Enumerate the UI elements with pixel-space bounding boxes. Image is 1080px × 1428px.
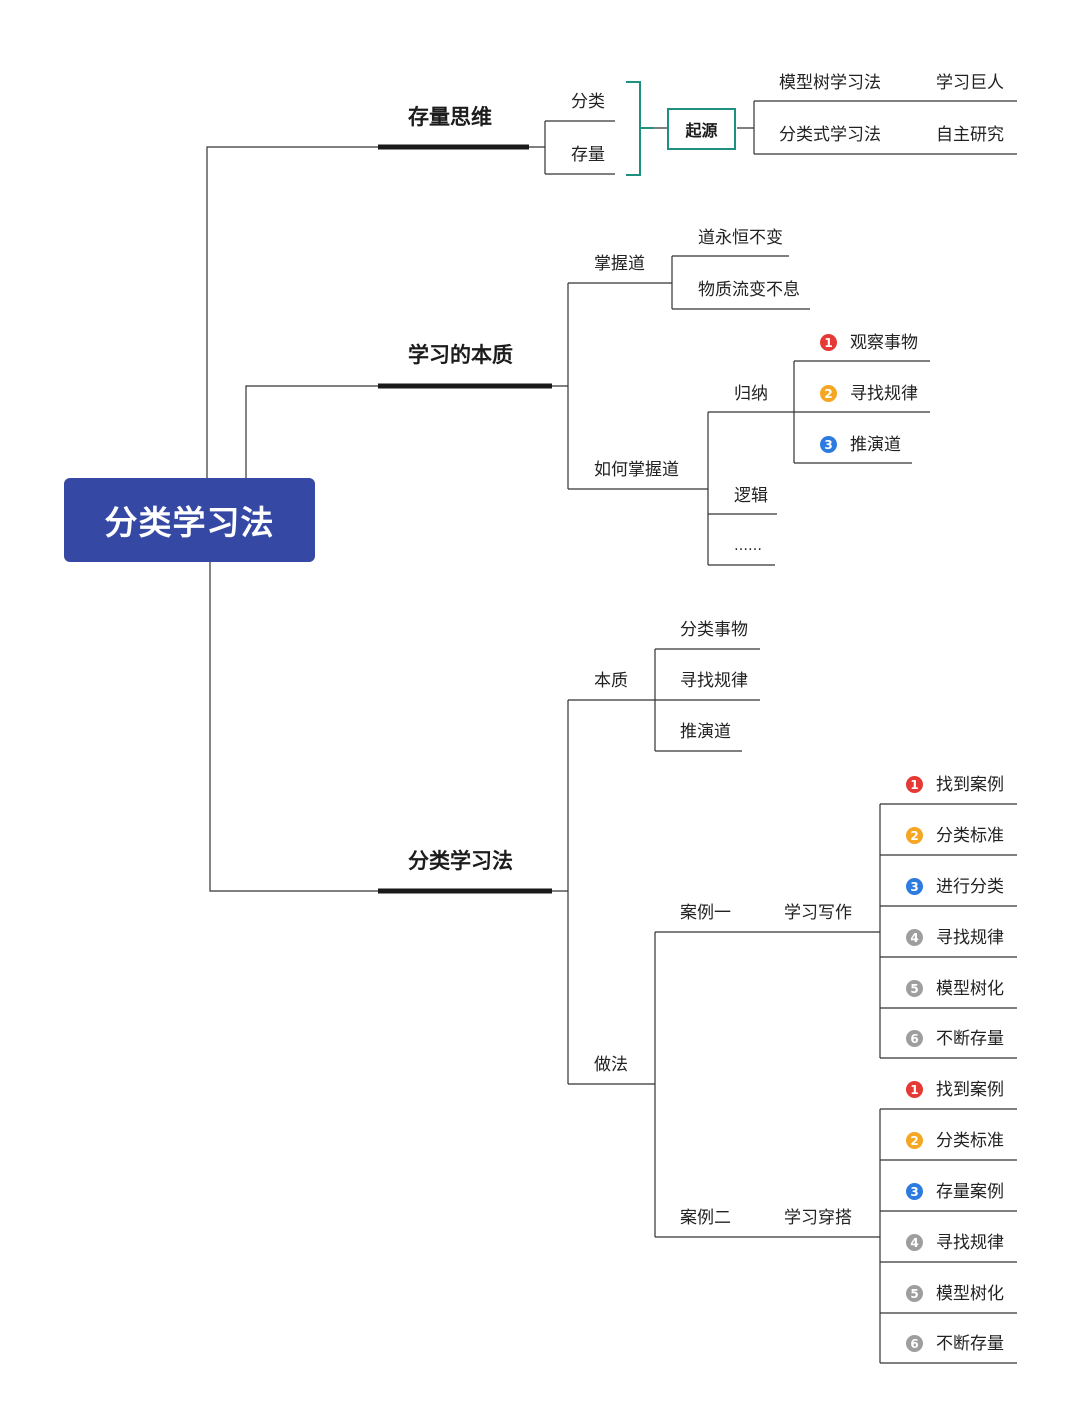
- node-logic[interactable]: 逻辑: [734, 486, 768, 506]
- node-how-to-master[interactable]: 如何掌握道: [594, 460, 679, 480]
- node-observe[interactable]: 观察事物: [850, 333, 918, 353]
- node-induction[interactable]: 归纳: [734, 384, 768, 404]
- case1-step-1[interactable]: 找到案例: [936, 775, 1004, 795]
- number-5-icon: 5: [906, 1285, 923, 1302]
- number-4-icon: 4: [906, 1234, 923, 1251]
- node-classification-method[interactable]: 分类式学习法: [779, 125, 881, 145]
- number-6-icon: 6: [906, 1335, 923, 1352]
- root-topic[interactable]: 分类学习法: [64, 478, 315, 562]
- number-2-icon: 2: [906, 1132, 923, 1149]
- node-essence[interactable]: 本质: [594, 671, 628, 691]
- number-6-icon: 6: [906, 1030, 923, 1047]
- node-deduce-dao-2[interactable]: 推演道: [680, 722, 731, 742]
- case2-step-6[interactable]: 不断存量: [936, 1334, 1004, 1354]
- number-3-icon: 3: [906, 878, 923, 895]
- node-self-research[interactable]: 自主研究: [936, 125, 1004, 145]
- case1-step-2[interactable]: 分类标准: [936, 826, 1004, 846]
- number-3-icon: 3: [906, 1183, 923, 1200]
- case2-step-3[interactable]: 存量案例: [936, 1182, 1004, 1202]
- case1-step-5[interactable]: 模型树化: [936, 979, 1004, 999]
- case2-step-5[interactable]: 模型树化: [936, 1284, 1004, 1304]
- case1-step-4[interactable]: 寻找规律: [936, 928, 1004, 948]
- node-learn-outfits[interactable]: 学习穿搭: [784, 1208, 852, 1228]
- number-3-icon: 3: [820, 436, 837, 453]
- node-find-patterns-2[interactable]: 寻找规律: [680, 671, 748, 691]
- node-stock[interactable]: 存量: [571, 145, 605, 165]
- number-4-icon: 4: [906, 929, 923, 946]
- node-classify[interactable]: 分类: [571, 92, 605, 112]
- number-2-icon: 2: [820, 385, 837, 402]
- branch-classification-learning[interactable]: 分类学习法: [408, 849, 513, 873]
- node-case-1[interactable]: 案例一: [680, 903, 731, 923]
- case1-step-6[interactable]: 不断存量: [936, 1029, 1004, 1049]
- node-dao-eternal[interactable]: 道永恒不变: [698, 228, 783, 248]
- node-case-2[interactable]: 案例二: [680, 1208, 731, 1228]
- number-1-icon: 1: [820, 334, 837, 351]
- branch-learning-essence[interactable]: 学习的本质: [408, 343, 513, 367]
- branch-stock-thinking[interactable]: 存量思维: [408, 105, 492, 129]
- node-origin[interactable]: 起源: [667, 108, 736, 150]
- node-practice[interactable]: 做法: [594, 1055, 628, 1075]
- node-model-tree-method[interactable]: 模型树学习法: [779, 73, 881, 93]
- number-2-icon: 2: [906, 827, 923, 844]
- case2-step-2[interactable]: 分类标准: [936, 1131, 1004, 1151]
- number-5-icon: 5: [906, 980, 923, 997]
- case2-step-1[interactable]: 找到案例: [936, 1080, 1004, 1100]
- node-find-patterns[interactable]: 寻找规律: [850, 384, 918, 404]
- node-ellipsis[interactable]: ……: [734, 538, 762, 554]
- node-learn-from-giants[interactable]: 学习巨人: [936, 73, 1004, 93]
- node-matter-changes[interactable]: 物质流变不息: [698, 280, 800, 300]
- number-1-icon: 1: [906, 776, 923, 793]
- case2-step-4[interactable]: 寻找规律: [936, 1233, 1004, 1253]
- node-classify-things[interactable]: 分类事物: [680, 620, 748, 640]
- node-learn-writing[interactable]: 学习写作: [784, 903, 852, 923]
- node-master-dao[interactable]: 掌握道: [594, 254, 645, 274]
- number-1-icon: 1: [906, 1081, 923, 1098]
- node-deduce-dao[interactable]: 推演道: [850, 435, 901, 455]
- case1-step-3[interactable]: 进行分类: [936, 877, 1004, 897]
